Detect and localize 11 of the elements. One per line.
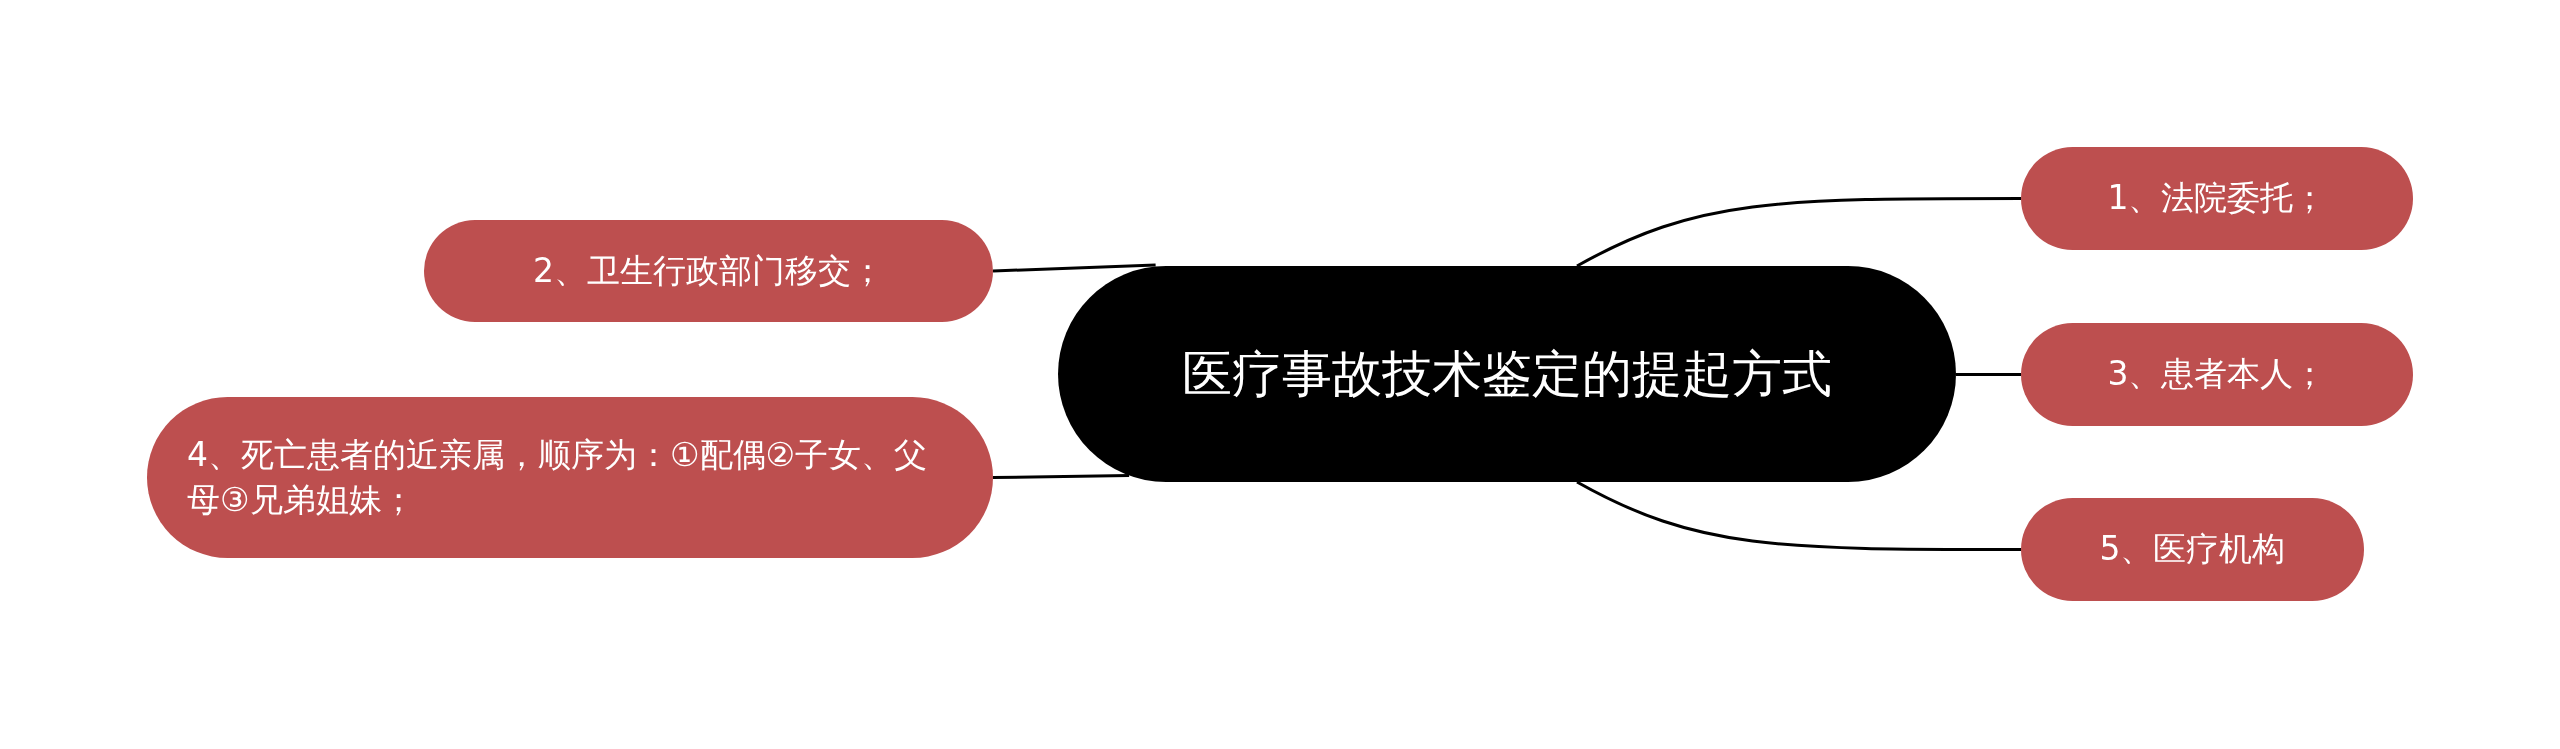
topic-text: 1、法院委托； bbox=[2107, 177, 2327, 219]
topic-text: 4、死亡患者的近亲属，顺序为：①配偶②子女、父母③兄弟姐妹； bbox=[187, 433, 929, 521]
topic-text: 2、卫生行政部门移交； bbox=[533, 249, 884, 292]
connector-line bbox=[992, 474, 1130, 479]
connector-line bbox=[1576, 480, 2021, 551]
connector-line bbox=[1576, 197, 2021, 268]
topic-title: 医疗事故技术鉴定的提起方式 bbox=[1182, 343, 1832, 405]
connector-line bbox=[1956, 373, 2021, 376]
topic-text: 3、患者本人； bbox=[2107, 353, 2327, 395]
connector-line bbox=[992, 263, 1156, 273]
topic-text: 5、医疗机构 bbox=[2099, 528, 2286, 570]
